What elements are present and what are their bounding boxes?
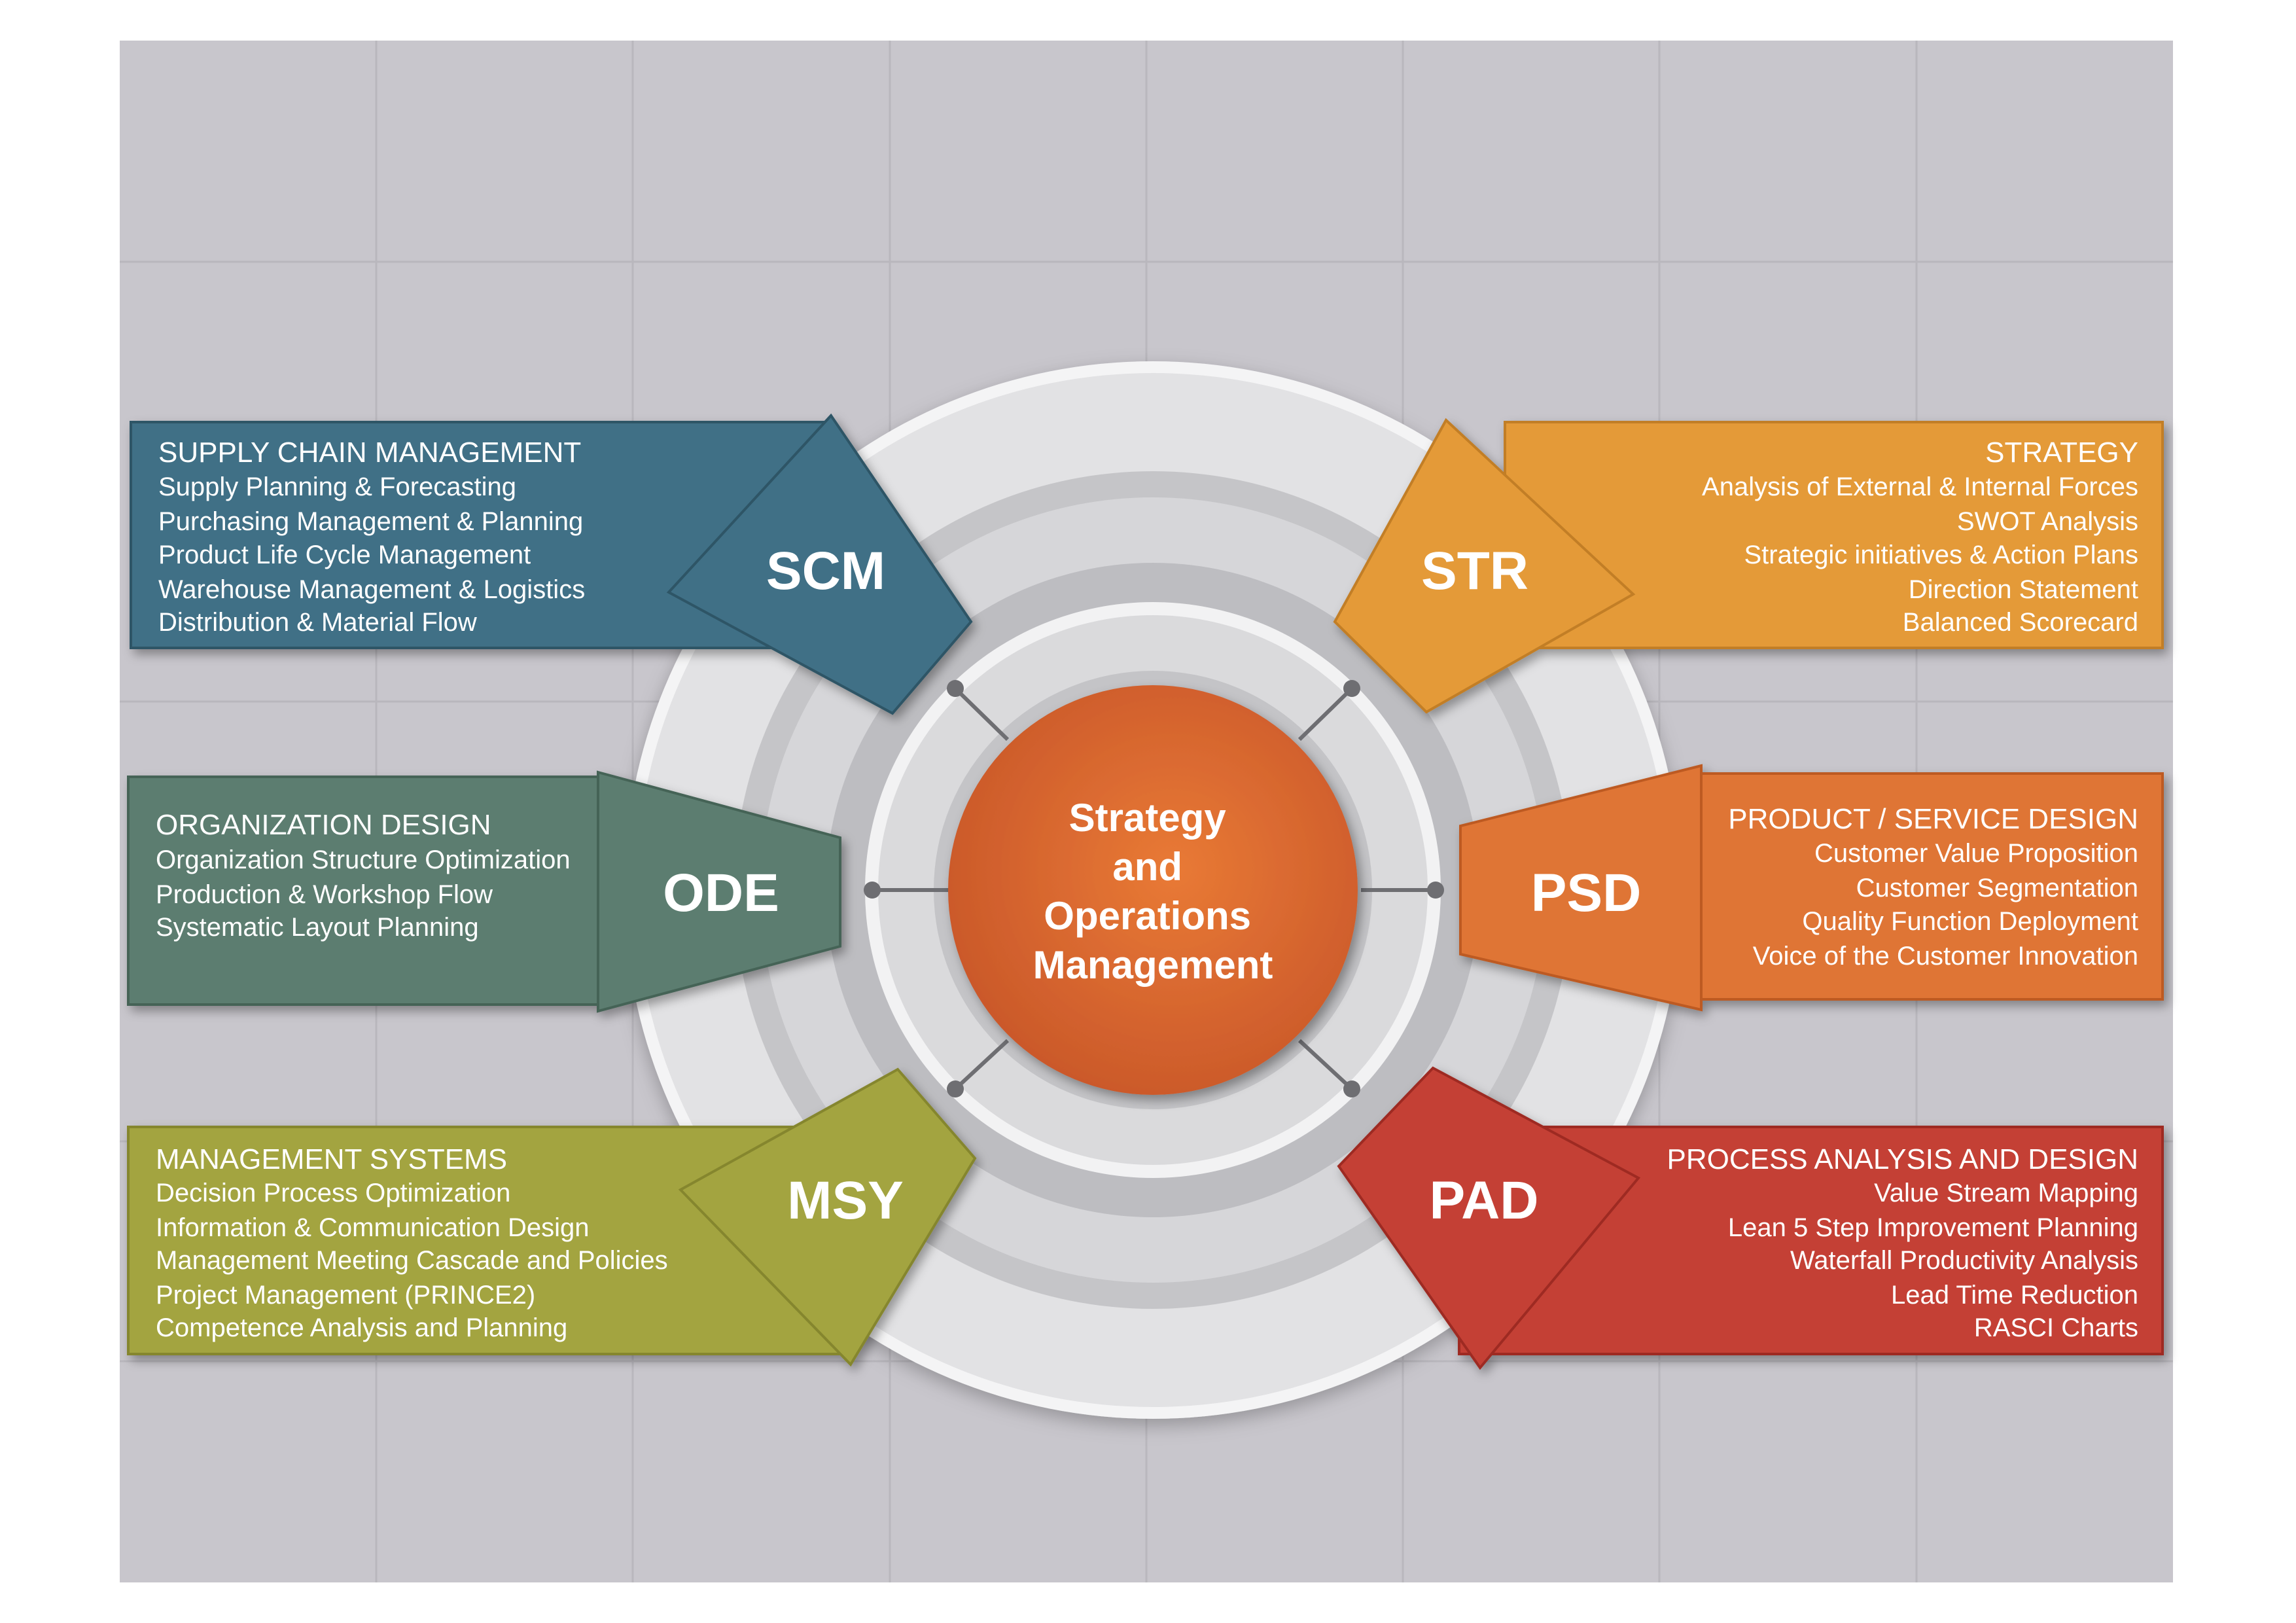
pad-code: PAD — [1429, 1171, 1538, 1230]
msy-item: Information & Communication Design — [156, 1213, 590, 1242]
ode-text: ORGANIZATION DESIGN Organization Structu… — [156, 809, 571, 942]
connectors — [864, 680, 1444, 1097]
ode-title: ORGANIZATION DESIGN — [156, 809, 491, 841]
scm-item: Purchasing Management & Planning — [158, 507, 583, 536]
scm-item: Warehouse Management & Logistics — [158, 575, 585, 604]
str-box — [1504, 421, 2164, 649]
str-title: STRATEGY — [1985, 437, 2138, 469]
ode-box — [127, 776, 601, 1006]
str-code: STR — [1421, 541, 1528, 601]
center-line-4: Management — [1033, 943, 1273, 987]
msy-arrow — [678, 1067, 977, 1367]
msy-item: Project Management (PRINCE2) — [156, 1281, 535, 1310]
center-line-3: Operations — [1044, 894, 1251, 938]
module-msy — [127, 1067, 977, 1367]
psd-title: PRODUCT / SERVICE DESIGN — [1728, 803, 2138, 835]
scm-code: SCM — [766, 541, 885, 601]
msy-text: MANAGEMENT SYSTEMS Decision Process Opti… — [156, 1143, 668, 1342]
psd-item: Customer Segmentation — [1856, 874, 2138, 902]
psd-box — [1693, 772, 2164, 1001]
pad-item: Lead Time Reduction — [1891, 1281, 2138, 1310]
module-scm — [130, 413, 973, 715]
ode-item: Production & Workshop Flow — [156, 880, 493, 909]
str-item: Strategic initiatives & Action Plans — [1744, 541, 2138, 569]
psd-arrow — [1459, 764, 1703, 1012]
str-item: Analysis of External & Internal Forces — [1702, 473, 2138, 501]
psd-item: Customer Value Proposition — [1814, 839, 2138, 868]
psd-text: PRODUCT / SERVICE DESIGN Customer Value … — [1728, 803, 2138, 971]
str-item: Direction Statement — [1909, 575, 2138, 604]
ode-item: Systematic Layout Planning — [156, 913, 479, 942]
msy-item: Competence Analysis and Planning — [156, 1313, 567, 1342]
module-psd — [1459, 764, 2164, 1012]
str-item: SWOT Analysis — [1957, 507, 2138, 536]
pad-item: Waterfall Productivity Analysis — [1790, 1246, 2138, 1275]
center-node: Strategy and Operations Management — [948, 685, 1358, 1095]
scm-arrow — [666, 413, 973, 715]
pad-item: Lean 5 Step Improvement Planning — [1728, 1213, 2138, 1242]
msy-item: Decision Process Optimization — [156, 1179, 510, 1207]
pad-title: PROCESS ANALYSIS AND DESIGN — [1667, 1143, 2138, 1175]
ode-arrow — [597, 770, 841, 1013]
scm-title: SUPPLY CHAIN MANAGEMENT — [158, 437, 581, 469]
psd-item: Voice of the Customer Innovation — [1753, 942, 2138, 971]
pad-arrow — [1337, 1066, 1641, 1370]
msy-code: MSY — [787, 1171, 904, 1230]
scm-text: SUPPLY CHAIN MANAGEMENT Supply Planning … — [158, 437, 585, 637]
module-pad — [1337, 1066, 2164, 1370]
scm-item: Distribution & Material Flow — [158, 608, 477, 637]
pad-text: PROCESS ANALYSIS AND DESIGN Value Stream… — [1667, 1143, 2138, 1342]
msy-item: Management Meeting Cascade and Policies — [156, 1246, 668, 1275]
pad-item: RASCI Charts — [1974, 1313, 2138, 1342]
center-line-2: and — [1112, 845, 1182, 889]
str-arrow — [1333, 418, 1636, 714]
ode-item: Organization Structure Optimization — [156, 846, 571, 874]
center-line-1: Strategy — [1069, 796, 1227, 840]
svg-text:Strategy and Opera: Strategy and Operations Management — [1033, 796, 1273, 987]
scm-item: Supply Planning & Forecasting — [158, 473, 516, 501]
str-item: Balanced Scorecard — [1903, 608, 2138, 637]
psd-code: PSD — [1531, 863, 1642, 923]
str-text: STRATEGY Analysis of External & Internal… — [1702, 437, 2138, 637]
msy-title: MANAGEMENT SYSTEMS — [156, 1143, 507, 1175]
pad-item: Value Stream Mapping — [1874, 1179, 2138, 1207]
scm-item: Product Life Cycle Management — [158, 541, 531, 569]
psd-item: Quality Function Deployment — [1802, 907, 2138, 936]
module-str — [1333, 418, 2164, 714]
ode-code: ODE — [663, 863, 779, 923]
module-ode — [127, 770, 841, 1013]
